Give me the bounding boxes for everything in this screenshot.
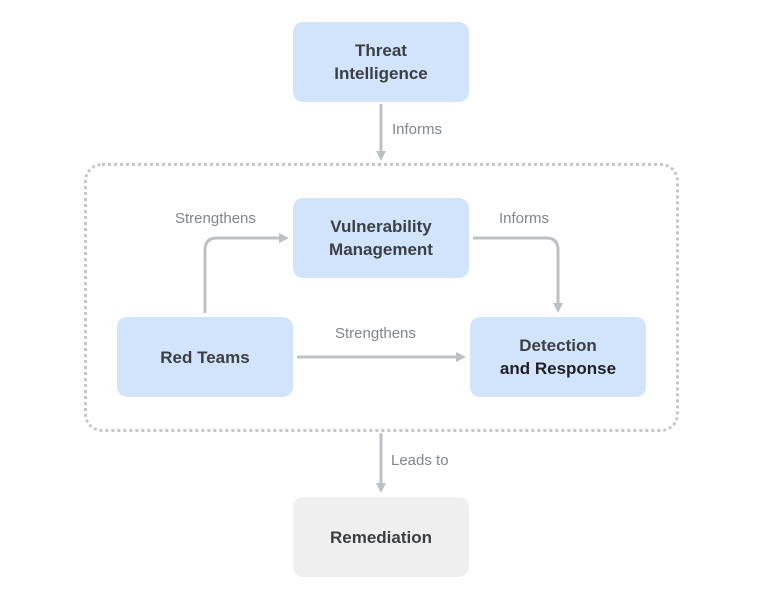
arrow-red-to-vuln xyxy=(203,233,289,313)
node-red-teams: Red Teams xyxy=(117,317,293,397)
node-threat-intelligence-line2: Intelligence xyxy=(334,64,428,83)
grouping-container xyxy=(84,163,679,432)
node-detection-response: Detection and Response xyxy=(470,317,646,397)
label-group-to-remediation: Leads to xyxy=(391,452,449,469)
label-threat-to-group: Informs xyxy=(392,121,443,138)
node-threat-intelligence: Threat Intelligence xyxy=(293,22,469,102)
node-vulnerability-management: Vulnerability Management xyxy=(293,198,469,278)
node-red-teams-line1: Red Teams xyxy=(160,347,250,367)
node-vulnerability-management-line2: Management xyxy=(329,240,433,259)
node-detection-response-line1: Detection xyxy=(519,336,597,355)
node-remediation: Remediation xyxy=(293,497,469,577)
node-vulnerability-management-line1: Vulnerability xyxy=(330,217,432,236)
label-red-to-vuln: Strengthens xyxy=(175,210,256,227)
node-detection-response-line2: and Response xyxy=(499,359,617,378)
node-remediation-line1: Remediation xyxy=(329,527,433,547)
node-threat-intelligence-line1: Threat xyxy=(355,41,407,60)
label-vuln-to-detection: Informs xyxy=(499,210,550,227)
label-red-to-detection: Strengthens xyxy=(335,325,416,342)
arrow-vuln-to-detection xyxy=(473,236,563,313)
